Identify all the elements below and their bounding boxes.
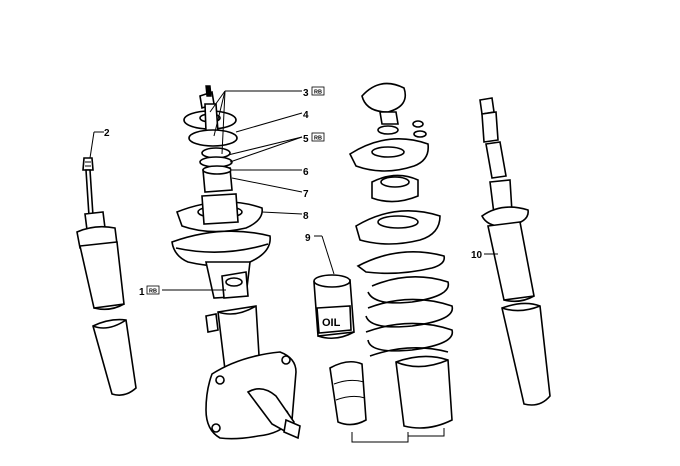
shock-absorber-part <box>76 157 137 396</box>
callout-number-2: 2 <box>104 128 110 139</box>
callout-badge-5: RB <box>314 136 322 142</box>
callout-labels: 1 RB 2 3 RB 4 5 RB 6 7 8 9 10 <box>104 86 483 298</box>
callout-number-9: 9 <box>305 233 311 244</box>
callout-number-5: 5 <box>303 134 309 145</box>
leader-lines <box>89 90 498 291</box>
callout-number-1: 1 <box>139 287 145 298</box>
callout-badge-3: RB <box>314 90 322 96</box>
callout-badge-1-box <box>146 285 160 295</box>
callout-badge-3-box <box>311 86 325 96</box>
callout-badge-1: RB <box>149 289 157 295</box>
callout-number-3: 3 <box>303 88 309 99</box>
callout-number-8: 8 <box>303 211 309 222</box>
callout-badge-5-box <box>311 132 325 142</box>
strut-insert-part <box>479 97 551 406</box>
callout-number-6: 6 <box>303 167 309 178</box>
strut-top-assembly <box>171 85 271 299</box>
callout-number-10: 10 <box>471 250 483 261</box>
coil-spring-assembly <box>329 82 454 443</box>
callout-number-7: 7 <box>303 189 309 200</box>
callout-number-4: 4 <box>303 110 309 121</box>
steering-knuckle-part <box>205 305 301 440</box>
oil-can-part: OIL <box>313 274 355 340</box>
oil-can-label: OIL <box>322 317 341 329</box>
